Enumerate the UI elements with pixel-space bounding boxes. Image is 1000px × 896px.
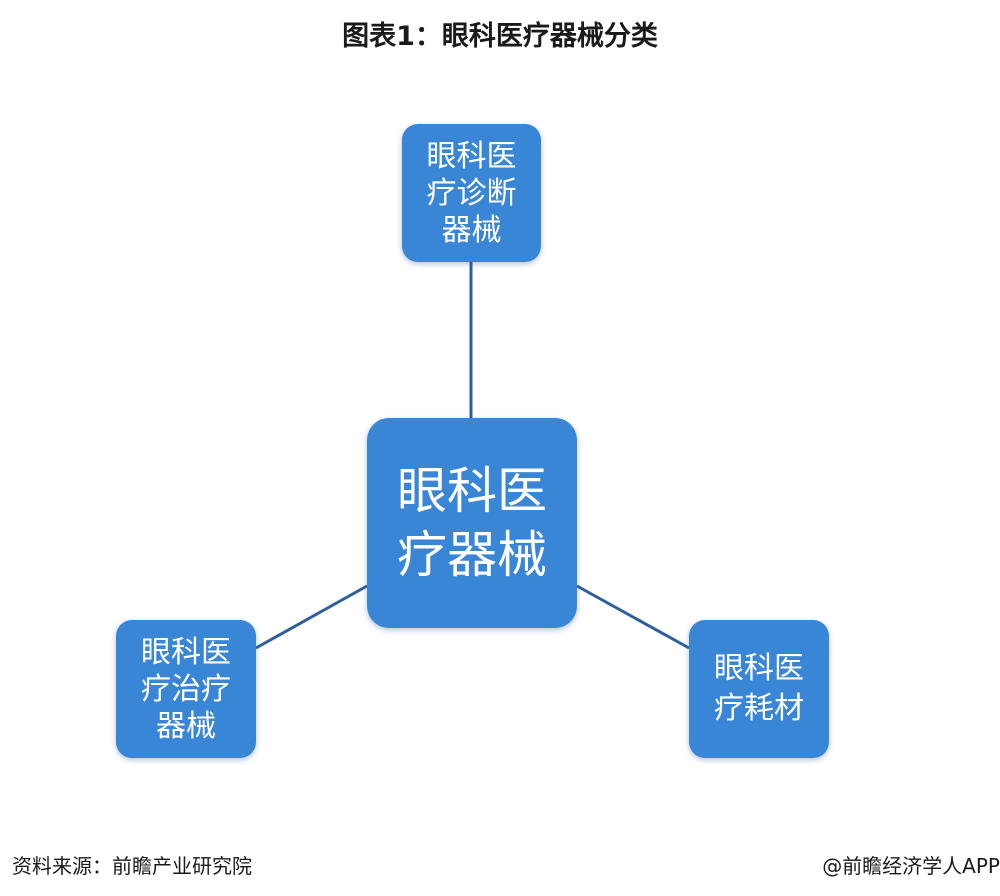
node-treatment-devices: 眼科医 疗治疗 器械 bbox=[116, 620, 256, 758]
connector-right bbox=[576, 584, 690, 650]
diagram-title: 图表1：眼科医疗器械分类 bbox=[342, 21, 658, 52]
node-consumables-label: 眼科医 疗耗材 bbox=[714, 651, 804, 726]
node-ophthalmic-devices: 眼科医 疗器械 bbox=[367, 418, 577, 628]
credit-note: @前瞻经济学人APP bbox=[822, 854, 1000, 878]
node-diagnostic-devices: 眼科医 疗诊断 器械 bbox=[402, 124, 541, 262]
node-consumables: 眼科医 疗耗材 bbox=[689, 620, 829, 758]
connector-left bbox=[255, 584, 368, 650]
node-treatment-devices-label: 眼科医 疗治疗 器械 bbox=[141, 634, 231, 744]
node-ophthalmic-devices-label: 眼科医 疗器械 bbox=[397, 462, 547, 584]
node-diagnostic-devices-label: 眼科医 疗诊断 器械 bbox=[426, 138, 517, 248]
source-note: 资料来源：前瞻产业研究院 bbox=[12, 854, 252, 878]
